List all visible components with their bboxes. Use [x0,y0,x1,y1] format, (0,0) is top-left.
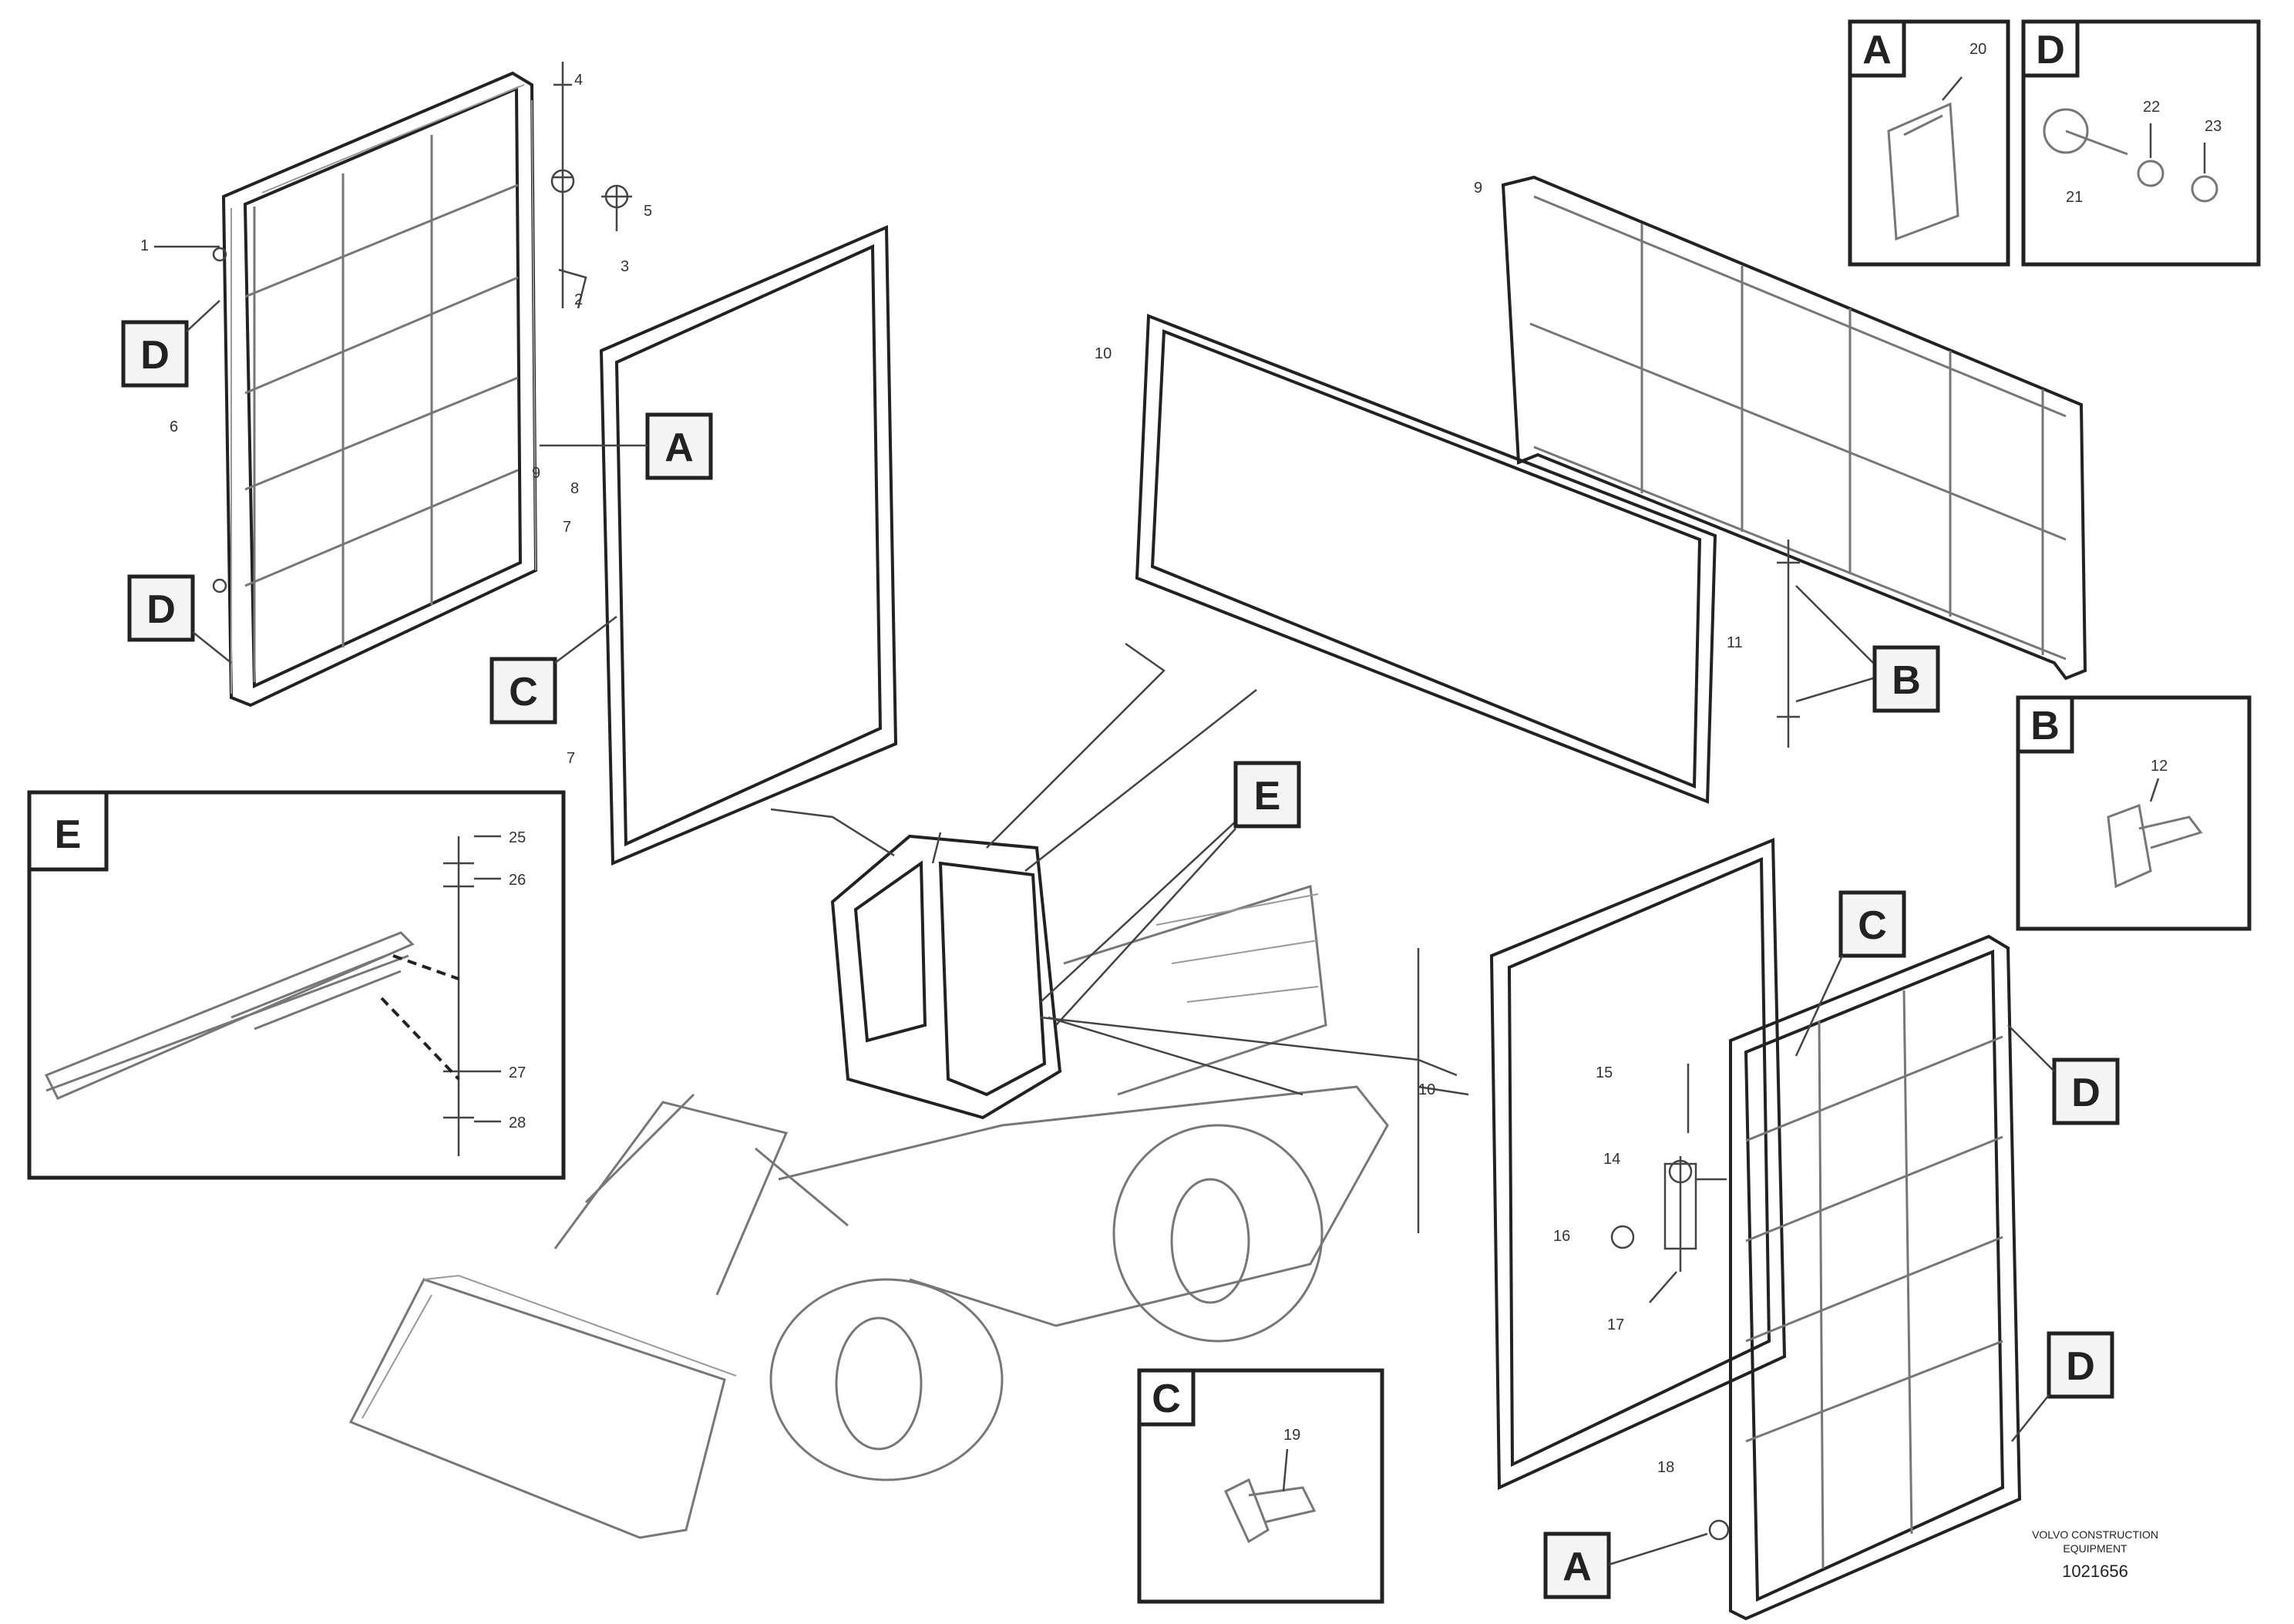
svg-text:26: 26 [509,872,526,889]
svg-text:E: E [1254,774,1281,819]
svg-text:8: 8 [570,480,579,497]
svg-text:B: B [1892,658,1921,703]
callout-c-right: C [1794,890,1906,1057]
callout-d-right-top: D [2007,1024,2120,1125]
left-side-grille-frame [212,71,538,708]
callout-labels: D D A C E B [121,300,2120,1599]
svg-text:4: 4 [574,72,583,89]
svg-text:VOLVO CONSTRUCTION: VOLVO CONSTRUCTION [2032,1528,2158,1541]
part-number-labels: 1 4 5 3 2 6 7 8 9 7 9 10 11 10 15 14 16 … [140,72,1743,1476]
svg-text:1021656: 1021656 [2062,1562,2128,1581]
callout-b-right: B [1872,645,1940,713]
svg-text:17: 17 [1607,1316,1624,1333]
svg-text:A: A [664,425,694,470]
svg-text:C: C [1858,903,1887,948]
svg-text:A: A [1562,1545,1592,1589]
svg-text:A: A [1862,28,1892,72]
callout-a-top: A [540,412,713,480]
rear-window-glass [1135,314,1717,804]
svg-text:2: 2 [574,291,583,308]
svg-text:EQUIPMENT: EQUIPMENT [2063,1542,2128,1555]
svg-text:9: 9 [532,465,540,482]
detail-box-d: D 22 21 23 [2021,19,2261,267]
callout-c-left: C [489,616,617,725]
svg-text:25: 25 [509,829,526,846]
svg-text:7: 7 [567,750,575,767]
svg-text:D: D [2071,1071,2101,1115]
svg-text:18: 18 [1657,1459,1674,1476]
wheel-loader-illustration [348,642,1469,1539]
svg-text:7: 7 [563,519,571,536]
svg-text:D: D [2066,1344,2095,1389]
svg-text:1: 1 [140,237,149,254]
right-side-glass [1489,838,1787,1491]
left-side-glass [599,224,898,866]
svg-text:10: 10 [1095,345,1112,362]
svg-text:19: 19 [1283,1427,1300,1444]
callout-d-right-bottom: D [2011,1331,2114,1442]
svg-text:11: 11 [1727,634,1743,651]
svg-text:22: 22 [2143,99,2160,116]
detail-box-a: A 20 [1848,19,2010,267]
svg-text:C: C [1152,1377,1181,1421]
svg-text:12: 12 [2151,758,2168,775]
svg-text:3: 3 [621,258,629,275]
svg-text:21: 21 [2066,189,2083,206]
svg-text:14: 14 [1603,1151,1620,1168]
latch-hardware-stack [1610,1064,1727,1303]
detail-box-b: B 12 [2016,695,2252,931]
svg-text:5: 5 [644,203,652,220]
callout-a-bottom: A [1543,1519,1730,1599]
svg-text:28: 28 [509,1115,526,1131]
svg-text:C: C [509,670,538,714]
svg-text:D: D [2036,28,2065,72]
svg-text:23: 23 [2205,118,2222,135]
svg-text:6: 6 [170,419,178,435]
svg-text:27: 27 [509,1064,526,1081]
svg-text:D: D [140,333,170,378]
rear-grille-frame [1501,175,2087,748]
svg-text:E: E [55,812,82,857]
right-side-grille-frame [1729,934,2022,1621]
detail-box-e: E 25 26 27 28 [27,790,566,1180]
callout-d-left-top: D [121,300,220,388]
svg-text:D: D [146,587,176,632]
detail-box-c: C 19 [1137,1368,1384,1604]
svg-text:15: 15 [1596,1064,1613,1081]
drawing-id-stamp: VOLVO CONSTRUCTION EQUIPMENT 1021656 [2032,1528,2158,1581]
callout-e-machine: E [1055,761,1301,1026]
svg-text:16: 16 [1553,1228,1570,1245]
hinge-hardware-stack [154,62,632,309]
callout-d-left-bottom: D [127,574,232,664]
svg-text:B: B [2030,704,2060,748]
svg-text:9: 9 [1474,180,1482,197]
svg-text:20: 20 [1969,41,1986,58]
svg-text:10: 10 [1418,1081,1435,1098]
